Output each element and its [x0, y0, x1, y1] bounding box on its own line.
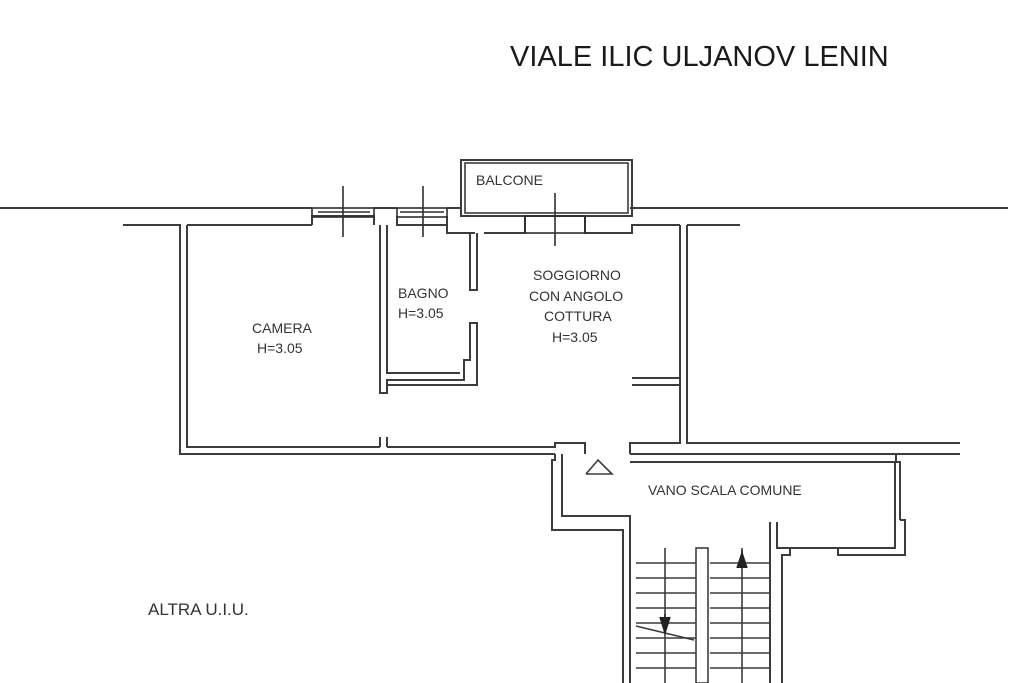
- street-name: VIALE ILIC ULJANOV LENIN: [510, 41, 889, 73]
- soggiorno-line-2: CON ANGOLO: [529, 288, 623, 304]
- room-soggiorno: SOGGIORNO CON ANGOLO COTTURA H=3.05: [529, 267, 623, 345]
- stair-up-arrow-icon: [736, 550, 748, 569]
- soggiorno-height: H=3.05: [552, 329, 598, 345]
- balcone-label: BALCONE: [476, 172, 543, 188]
- altra-uiu-label: ALTRA U.I.U.: [148, 600, 249, 619]
- bagno-label: BAGNO: [398, 285, 449, 301]
- windows: [311, 186, 586, 246]
- balcony: BALCONE: [460, 159, 633, 217]
- soggiorno-line-3: COTTURA: [544, 308, 612, 324]
- stairwell: VANO SCALA COMUNE: [551, 453, 960, 683]
- soggiorno-line-1: SOGGIORNO: [533, 267, 621, 283]
- vano-scala-label: VANO SCALA COMUNE: [648, 482, 802, 498]
- room-bagno: BAGNO H=3.05: [398, 285, 449, 321]
- apartment-walls: [123, 207, 960, 455]
- camera-label: CAMERA: [252, 320, 313, 336]
- stair-down-arrow-icon: [659, 614, 671, 636]
- room-camera: CAMERA H=3.05: [252, 320, 313, 356]
- stair-flights: [635, 547, 770, 683]
- bathroom-walls: [379, 225, 478, 447]
- bagno-height: H=3.05: [398, 305, 444, 321]
- camera-height: H=3.05: [257, 340, 303, 356]
